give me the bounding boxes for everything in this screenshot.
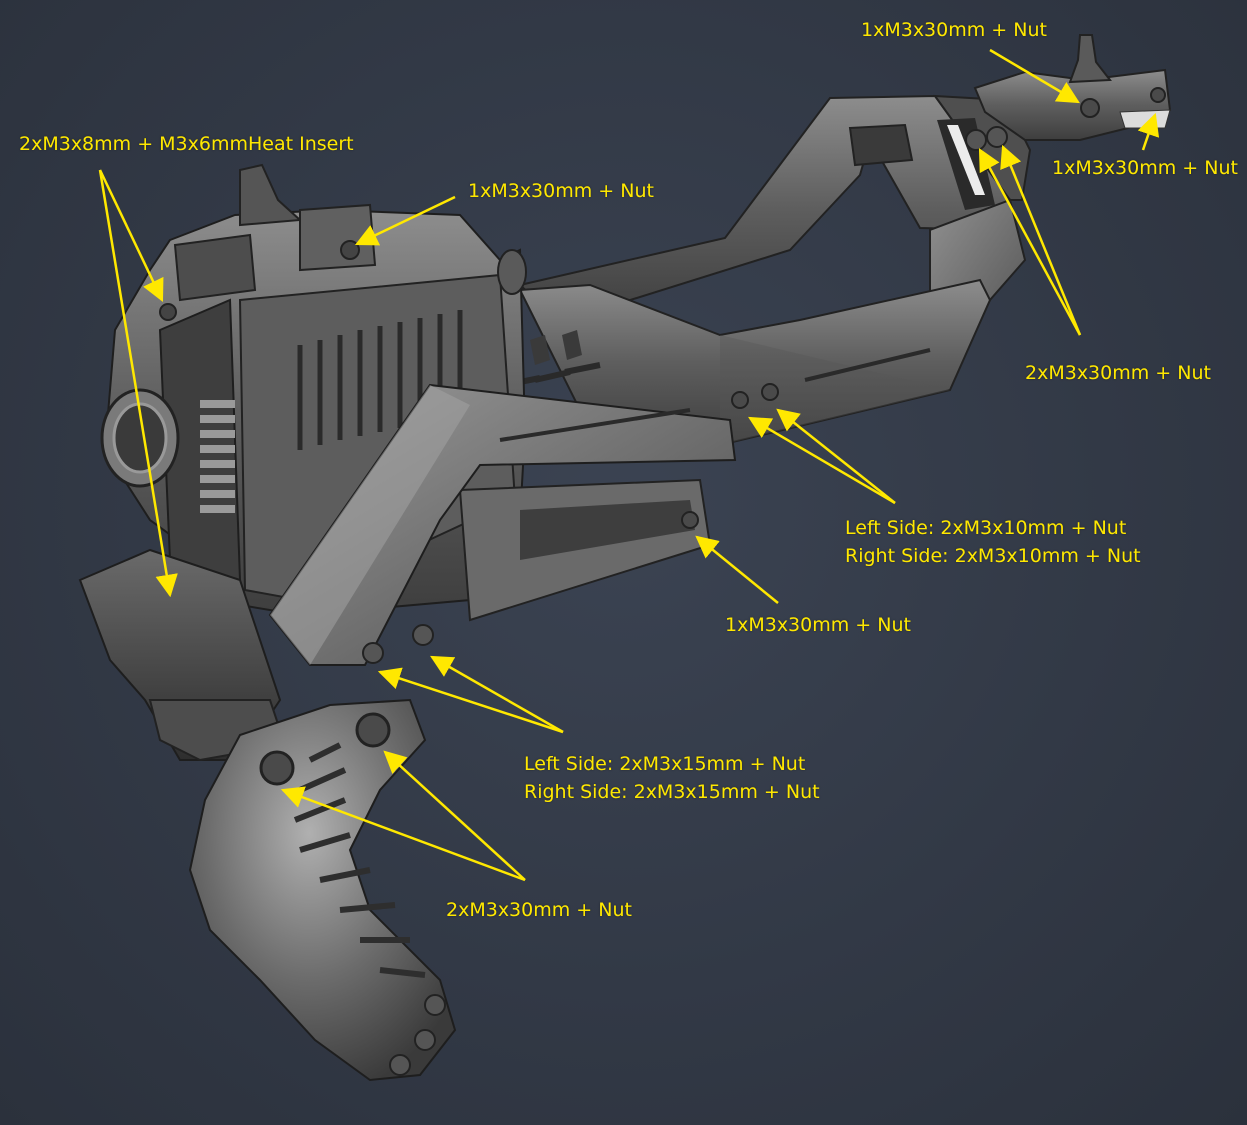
label-rail: 1xM3x30mm + Nut: [725, 614, 911, 636]
arrow-top-sight: [354, 195, 456, 246]
label-top-right-lower: 1xM3x30mm + Nut: [1052, 157, 1238, 179]
bottom-rail: [458, 478, 712, 622]
label-stock-joint: 2xM3x30mm + Nut: [1025, 362, 1211, 384]
arrow-heat-insert-top: [98, 169, 164, 303]
arrow-grip-2: [383, 750, 526, 881]
arrow-heat-insert-bottom: [98, 169, 178, 598]
arrow-grip-1: [280, 786, 526, 882]
front-brace: [268, 383, 737, 666]
arrow-side-10mm-2: [776, 408, 896, 504]
label-side-15mm: Left Side: 2xM3x15mm + Nut Right Side: 2…: [524, 750, 820, 806]
arrow-top-right-upper: [989, 48, 1080, 104]
butt-plate: [973, 34, 1172, 141]
label-top-sight: 1xM3x30mm + Nut: [468, 180, 654, 202]
arrow-side-15mm-1: [377, 667, 564, 734]
arrow-side-15mm-2: [430, 655, 564, 734]
arrow-stock-joint-1: [978, 148, 1082, 336]
arrow-side-10mm-1: [748, 416, 896, 505]
arrow-top-right-lower: [1137, 112, 1160, 151]
annotation-arrows: [98, 48, 1160, 882]
label-heat-insert: 2xM3x8mm + M3x6mmHeat Insert: [19, 133, 354, 155]
label-top-right-upper: 1xM3x30mm + Nut: [861, 19, 1047, 41]
label-side-10mm-left: Left Side: 2xM3x10mm + Nut: [845, 517, 1127, 539]
label-side-10mm-right: Right Side: 2xM3x10mm + Nut: [845, 545, 1141, 567]
label-side-15mm-left: Left Side: 2xM3x15mm + Nut: [524, 753, 806, 775]
pistol-grip: [188, 698, 457, 1082]
label-side-10mm: Left Side: 2xM3x10mm + Nut Right Side: 2…: [845, 514, 1141, 570]
label-side-15mm-right: Right Side: 2xM3x15mm + Nut: [524, 781, 820, 803]
arrow-rail: [695, 535, 779, 604]
arrow-stock-joint-2: [1000, 144, 1082, 336]
label-grip: 2xM3x30mm + Nut: [446, 899, 632, 921]
